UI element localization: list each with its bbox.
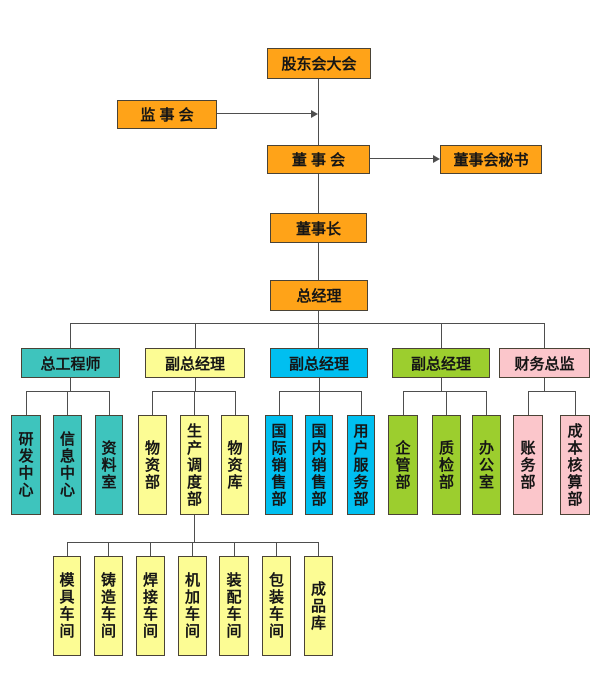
connector-rake-finance — [528, 391, 576, 392]
connector-feed — [544, 377, 545, 392]
connector-drop — [234, 542, 235, 556]
connector-drop — [150, 542, 151, 556]
connector-drop — [235, 391, 236, 415]
connector-drop — [192, 542, 193, 556]
connector-drop — [446, 391, 447, 415]
node-label: 成本核算部 — [567, 422, 583, 508]
node-label: 铸造车间 — [100, 572, 116, 640]
node-rd-center: 研发中心 — [11, 415, 41, 515]
node-label: 生产调度部 — [186, 422, 202, 508]
node-enterprise-mgmt-dept: 企管部 — [388, 415, 418, 515]
node-label: 研发中心 — [18, 431, 34, 499]
node-accounting-dept: 账务部 — [513, 415, 543, 515]
node-cost-accounting-dept: 成本核算部 — [560, 415, 590, 515]
node-board-secretary: 董事会秘书 — [440, 145, 542, 174]
connector-drop — [403, 391, 404, 415]
connector-secretary — [370, 158, 433, 159]
connector-main-rake — [70, 323, 545, 324]
connector-drop — [319, 391, 320, 415]
node-finance-director: 财务总监 — [499, 348, 590, 378]
connector-drop — [67, 391, 68, 415]
node-label: 国际销售部 — [271, 422, 287, 508]
connector-drop — [108, 542, 109, 556]
connector-drop — [318, 323, 319, 348]
connector-feed — [441, 377, 442, 392]
node-label: 成品库 — [310, 580, 326, 632]
node-supervisory-board: 监 事 会 — [117, 100, 217, 129]
node-label: 账务部 — [520, 439, 536, 491]
node-mold-workshop: 模具车间 — [53, 556, 81, 656]
connector-drop — [195, 323, 196, 348]
node-board-of-directors: 董 事 会 — [267, 145, 370, 174]
node-deputy-gm-sales: 副总经理 — [270, 348, 368, 378]
node-domestic-sales-dept: 国内销售部 — [305, 415, 333, 515]
arrow-right-icon — [311, 110, 318, 118]
connector-drop — [361, 391, 362, 415]
node-label: 物资部 — [144, 439, 160, 491]
connector-drop — [109, 391, 110, 415]
node-shareholders-meeting: 股东会大会 — [267, 48, 371, 79]
connector-rake-workshops — [67, 542, 319, 543]
node-quality-inspection-dept: 质检部 — [432, 415, 461, 515]
connector-drop — [70, 323, 71, 348]
connector-trunk — [318, 310, 319, 324]
node-intl-sales-dept: 国际销售部 — [265, 415, 293, 515]
node-archive-room: 资料室 — [95, 415, 123, 515]
connector-rake-admin — [403, 391, 487, 392]
node-label: 资料室 — [101, 439, 117, 491]
node-deputy-gm-production: 副总经理 — [145, 348, 245, 378]
node-label: 物资库 — [227, 439, 243, 491]
node-machining-workshop: 机加车间 — [178, 556, 207, 656]
connector-supervisory — [217, 113, 311, 114]
connector-drop — [26, 391, 27, 415]
connector-drop — [486, 391, 487, 415]
connector-rake-engineer — [26, 391, 110, 392]
node-label: 机加车间 — [184, 572, 200, 640]
node-assembly-workshop: 装配车间 — [219, 556, 249, 656]
node-welding-workshop: 焊接车间 — [136, 556, 165, 656]
connector-feed — [195, 377, 196, 392]
connector-trunk — [318, 78, 319, 145]
node-label: 办公室 — [478, 439, 494, 491]
node-materials-warehouse: 物资库 — [221, 415, 249, 515]
connector-feed — [319, 377, 320, 392]
node-label: 质检部 — [438, 439, 454, 491]
node-deputy-gm-admin: 副总经理 — [392, 348, 490, 378]
connector-drop — [67, 542, 68, 556]
connector-drop — [152, 391, 153, 415]
connector-drop — [194, 391, 195, 415]
node-label: 焊接车间 — [142, 572, 158, 640]
connector-feed — [70, 377, 71, 392]
node-packaging-workshop: 包装车间 — [262, 556, 291, 656]
node-casting-workshop: 铸造车间 — [94, 556, 123, 656]
node-chairman: 董事长 — [270, 213, 367, 243]
node-label: 模具车间 — [59, 572, 75, 640]
connector-drop — [544, 323, 545, 348]
node-label: 包装车间 — [268, 572, 284, 640]
connector-drop — [276, 542, 277, 556]
connector-trunk — [318, 173, 319, 213]
connector-rake-sales — [279, 391, 362, 392]
connector-trunk — [318, 242, 319, 280]
node-label: 信息中心 — [59, 431, 75, 499]
node-finished-goods-warehouse: 成品库 — [304, 556, 333, 656]
node-label: 企管部 — [395, 439, 411, 491]
node-chief-engineer: 总工程师 — [21, 348, 120, 378]
connector-drop — [441, 323, 442, 348]
connector-drop — [279, 391, 280, 415]
node-label: 装配车间 — [226, 572, 242, 640]
node-general-manager: 总经理 — [270, 280, 368, 311]
node-production-dispatch-dept: 生产调度部 — [180, 415, 209, 515]
node-office: 办公室 — [472, 415, 501, 515]
node-label: 国内销售部 — [311, 422, 327, 508]
arrow-right-icon — [433, 155, 440, 163]
connector-drop — [318, 542, 319, 556]
connector-drop — [575, 391, 576, 415]
connector-feed-workshops — [194, 515, 195, 542]
node-info-center: 信息中心 — [53, 415, 82, 515]
node-customer-service-dept: 用户服务部 — [347, 415, 375, 515]
connector-drop — [528, 391, 529, 415]
node-materials-dept: 物资部 — [138, 415, 167, 515]
node-label: 用户服务部 — [353, 422, 369, 508]
